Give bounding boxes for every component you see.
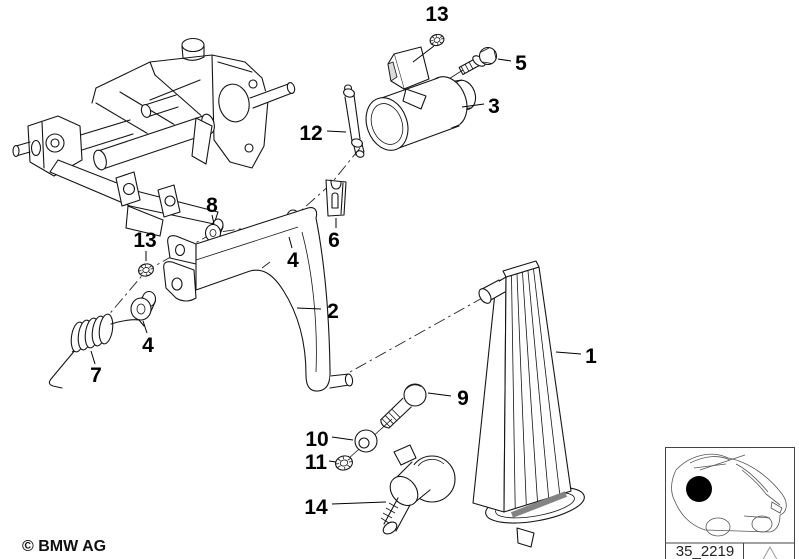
triangle-outline-icon (762, 545, 778, 559)
pedal-base-tread (510, 491, 568, 518)
part-10-washer (354, 429, 378, 453)
part-6-clip (325, 179, 347, 217)
part-label-13-top: 13 (425, 3, 448, 26)
part-label-6: 6 (328, 229, 340, 252)
filled-circle-marker-icon (686, 476, 712, 502)
part-label-12: 12 (299, 122, 322, 145)
part-label-1: 1 (585, 345, 597, 368)
part-label-2: 2 (327, 300, 339, 323)
part-label-8: 8 (206, 194, 218, 217)
reference-box: 35_2219 (665, 447, 795, 559)
part-label-10: 10 (305, 428, 328, 451)
car-rear-quarter-outline-icon (671, 453, 787, 537)
part-label-5: 5 (515, 52, 527, 75)
part-label-11: 11 (305, 451, 328, 474)
part-14-ball-joint (380, 444, 456, 535)
part-callouts: 1 2 3 4 4 5 6 7 8 9 10 11 12 13 13 14 (90, 3, 597, 519)
part-9-bolt (380, 383, 427, 429)
part-11-nut (335, 455, 353, 471)
part-1-accelerator-pedal (472, 260, 585, 548)
reference-code: 35_2219 (676, 543, 734, 559)
part-label-4-upper: 4 (287, 249, 299, 272)
part-label-13-left: 13 (133, 229, 156, 252)
part-12-link-rod (343, 84, 365, 158)
part-2-pedal-lever (163, 207, 354, 392)
part-label-4-lower: 4 (142, 334, 154, 357)
part-label-3: 3 (488, 95, 500, 118)
copyright-text: © BMW AG (22, 538, 106, 555)
part-7-return-spring (48, 313, 145, 389)
part-4-bushing-lower (130, 290, 157, 321)
part-label-9: 9 (457, 387, 469, 410)
part-13-nut-top (429, 33, 445, 47)
pedal-support-bracket (12, 37, 296, 237)
part-label-14: 14 (304, 496, 328, 519)
part-5-bolt (458, 46, 498, 76)
leader-lines (90, 45, 582, 505)
part-3-actuator (365, 46, 477, 151)
part-13-nut-left (138, 263, 154, 277)
part-label-7: 7 (90, 364, 102, 387)
